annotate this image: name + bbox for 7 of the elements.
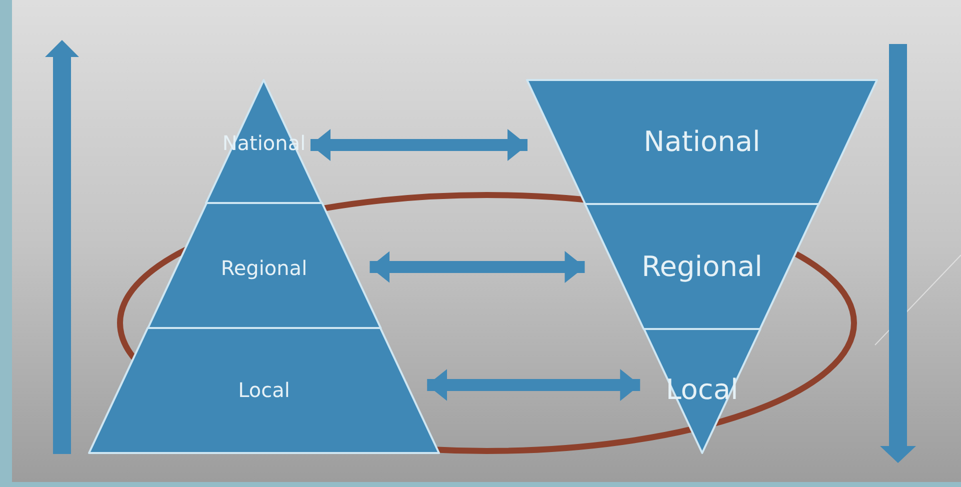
tier-label: Local [238, 380, 290, 400]
tier-label: Regional [220, 258, 308, 278]
double-arrow [310, 129, 528, 161]
double-arrow [427, 369, 640, 401]
double-arrow [370, 251, 585, 283]
tier-label: National [644, 128, 760, 156]
tier-label: Regional [642, 253, 762, 281]
